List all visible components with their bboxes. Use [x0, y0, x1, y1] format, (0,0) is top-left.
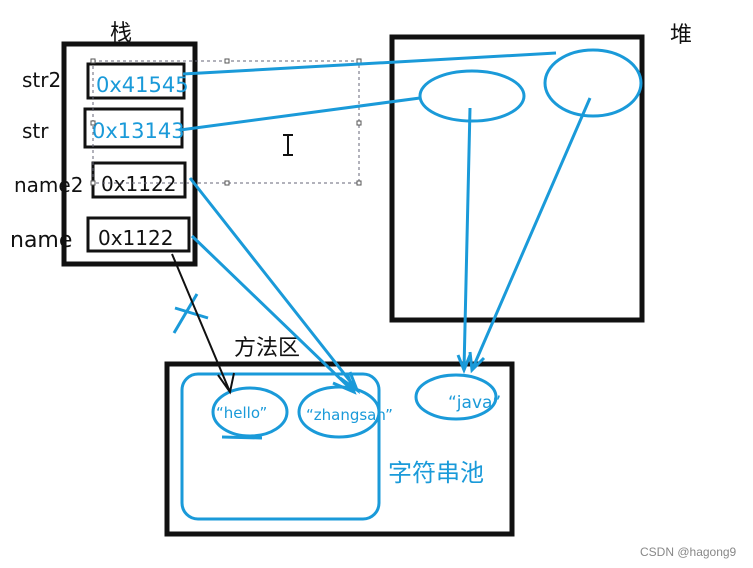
- method-area-box: [164, 361, 515, 537]
- arrow-name-to-hello: [171, 253, 235, 395]
- var-label-str: str: [22, 119, 49, 143]
- heap-object-2: [543, 48, 643, 118]
- underline-mark: [221, 435, 263, 440]
- var-label-name: name: [10, 228, 72, 253]
- arrow-str-to-heap1: [179, 96, 421, 132]
- pool-ellipse-hello: [211, 386, 289, 438]
- pool-string-zhangsan: “zhangsan”: [306, 406, 393, 424]
- stack-box: [61, 41, 198, 267]
- reference-arrows: [172, 51, 592, 395]
- arrow-heap2-to-java: [468, 97, 592, 374]
- slot-value-name2: 0x1122: [101, 172, 176, 196]
- slot-value-str2: 0x41545: [96, 73, 189, 97]
- arrow-name-to-zhangsan: [190, 234, 357, 395]
- heap-title: 堆: [670, 23, 692, 48]
- slot-value-name: 0x1122: [98, 226, 173, 250]
- pool-string-java: “java”: [448, 393, 501, 413]
- method-area-title: 方法区: [234, 336, 300, 361]
- pool-string-hello: “hello”: [216, 404, 267, 422]
- stack-slot-str2: [86, 62, 186, 100]
- watermark: CSDN @hagong9: [640, 545, 737, 559]
- stack-slot-name: [86, 216, 191, 253]
- text-cursor-icon: [283, 134, 293, 156]
- arrow-heap1-to-java: [456, 107, 472, 375]
- heap-object-1: [418, 69, 526, 123]
- var-label-name2: name2: [14, 173, 83, 197]
- stack-slot-str: [83, 107, 184, 149]
- string-pool-label: 字符串池: [388, 459, 484, 487]
- string-pool-box: [180, 372, 381, 521]
- cross-mark-1: [172, 293, 199, 334]
- stack-title: 栈: [110, 21, 132, 46]
- arrow-str2-to-heap2: [182, 51, 557, 76]
- selection-handles[interactable]: [90, 58, 362, 186]
- cross-mark-2: [174, 306, 209, 320]
- pool-ellipse-java: [414, 373, 498, 421]
- slot-value-str: 0x13143: [92, 119, 185, 143]
- heap-box: [389, 34, 645, 323]
- var-label-str2: str2: [22, 68, 61, 92]
